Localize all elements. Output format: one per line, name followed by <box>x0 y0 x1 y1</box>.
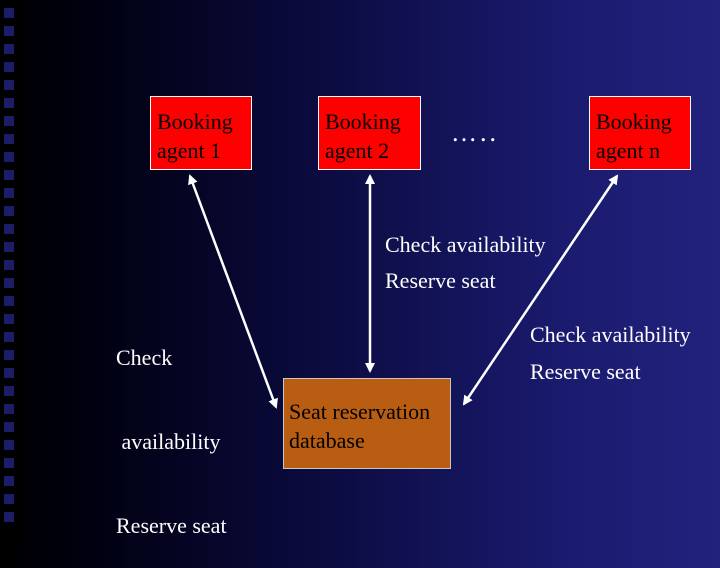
right-label-line2: Reserve seat <box>530 359 641 384</box>
database-line1: Seat reservation <box>289 399 431 424</box>
connection-arrows <box>188 174 619 409</box>
decorative-square <box>4 494 14 504</box>
middle-label-line1: Check availability <box>385 232 546 257</box>
decorative-square <box>4 188 14 198</box>
decorative-square <box>4 476 14 486</box>
database-line2: database <box>289 428 365 453</box>
booking-agent-n-box: Booking agent n <box>589 96 691 170</box>
decorative-square <box>4 260 14 270</box>
booking-agent-1-line2: agent 1 <box>157 138 222 163</box>
decorative-square <box>4 422 14 432</box>
booking-agent-1-box: Booking agent 1 <box>150 96 252 170</box>
decorative-square <box>4 8 14 18</box>
decorative-square <box>4 368 14 378</box>
left-operations-label: Check availability Reserve seat <box>116 288 227 568</box>
decorative-square <box>4 458 14 468</box>
decorative-square <box>4 80 14 90</box>
decorative-square <box>4 62 14 72</box>
left-label-line1: Check <box>116 345 173 370</box>
arrow-agentn-database <box>462 174 619 406</box>
decorative-square <box>4 98 14 108</box>
decorative-square <box>4 224 14 234</box>
decorative-square <box>4 134 14 144</box>
middle-operations-label: Check availability Reserve seat <box>385 227 546 299</box>
decorative-square <box>4 332 14 342</box>
decorative-square <box>4 386 14 396</box>
decorative-square <box>4 170 14 180</box>
booking-agent-2-line1: Booking <box>325 109 401 134</box>
decorative-square <box>4 512 14 522</box>
left-label-line3: Reserve seat <box>116 513 227 538</box>
booking-agent-n-line1: Booking <box>596 109 672 134</box>
right-label-line1: Check availability <box>530 322 691 347</box>
decorative-square <box>4 404 14 414</box>
decorative-square <box>4 44 14 54</box>
decorative-square <box>4 116 14 126</box>
decorative-square <box>4 206 14 216</box>
decorative-square <box>4 242 14 252</box>
middle-label-line2: Reserve seat <box>385 268 496 293</box>
decorative-square <box>4 26 14 36</box>
seat-reservation-database-box: Seat reservation database <box>283 378 451 469</box>
decorative-square <box>4 152 14 162</box>
arrow-agent1-database <box>188 174 278 409</box>
decorative-square <box>4 296 14 306</box>
left-label-line2: availability <box>116 429 221 454</box>
decorative-square <box>4 278 14 288</box>
decorative-square-strip <box>0 0 24 540</box>
more-agents-ellipsis: ….. <box>451 118 499 147</box>
booking-agent-2-box: Booking agent 2 <box>318 96 421 170</box>
decorative-square <box>4 440 14 450</box>
right-operations-label: Check availability Reserve seat <box>530 316 691 390</box>
booking-agent-2-line2: agent 2 <box>325 138 390 163</box>
booking-agent-n-line2: agent n <box>596 138 661 163</box>
booking-agent-1-line1: Booking <box>157 109 233 134</box>
decorative-square <box>4 350 14 360</box>
decorative-square <box>4 314 14 324</box>
